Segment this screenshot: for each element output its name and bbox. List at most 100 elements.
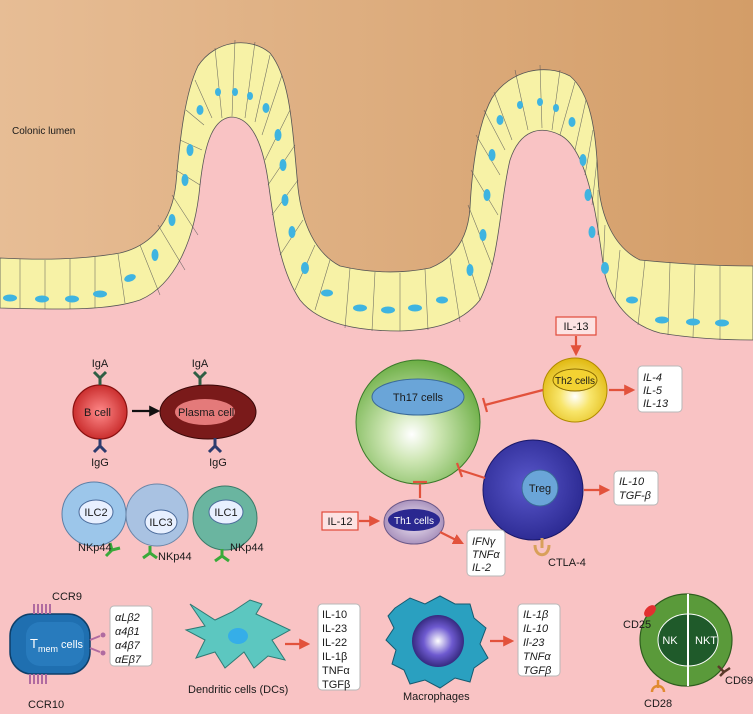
dc-output-3: IL-22 — [322, 637, 347, 649]
mac-output-5: TGFβ — [523, 665, 552, 677]
dc-output-2: IL-23 — [322, 623, 347, 635]
dc-output-6: TGFβ — [322, 679, 350, 691]
nkp44-receptor-icon — [142, 546, 158, 560]
th2-group: Th2 cells — [542, 357, 608, 423]
tmem-nucleus — [26, 622, 84, 666]
th2-inhibition-bar — [481, 397, 489, 413]
colonic-lumen — [0, 0, 753, 274]
il12-box — [321, 511, 359, 531]
b-cell-group: IgA B cell IgG — [72, 358, 128, 469]
ccr9-receptor-icon — [33, 604, 51, 614]
plasma-cell-group: IgA Plasma cell IgG — [159, 358, 257, 469]
ilc2-nucleus — [78, 499, 114, 525]
ilc2-label: ILC2 — [84, 507, 107, 519]
treg-group: Treg CTLA-4 — [482, 439, 586, 569]
ilc1-nucleus — [208, 499, 244, 525]
nkp44-receptor-icon — [104, 542, 121, 558]
mac-output-3: Il-23 — [523, 637, 545, 649]
integrin-box: αLβ2 α4β1 α4β7 αEβ7 — [109, 605, 153, 667]
th2-output-box: IL-4 IL-5 IL-13 — [637, 365, 683, 413]
ilc3-label: ILC3 — [149, 517, 172, 529]
treg-label: Treg — [529, 483, 551, 495]
cd25-label: CD25 — [623, 619, 651, 631]
th17-label: Th17 cells — [393, 392, 444, 404]
dc-output-4: IL-1β — [322, 651, 347, 663]
cd69-label: CD69 — [725, 675, 753, 687]
th1-output-3: IL-2 — [472, 562, 491, 574]
plasma-cell-nucleus — [175, 399, 235, 425]
b-cell-label: B cell — [84, 407, 111, 419]
igg-receptor-icon — [92, 439, 108, 454]
cd28-receptor-icon — [650, 680, 666, 693]
th2-output-2: IL-5 — [643, 385, 663, 397]
nkp44-label-2: NKp44 — [158, 551, 192, 563]
integrin-3: α4β7 — [115, 640, 141, 652]
iga-receptor-icon — [92, 370, 108, 385]
dc-output-1: IL-10 — [322, 609, 347, 621]
macrophage-nucleus — [412, 615, 464, 667]
iga-receptor-icon — [192, 370, 208, 385]
cd25-receptor-icon — [644, 605, 656, 617]
dc-nucleus — [228, 628, 248, 644]
il13-label: IL-13 — [563, 321, 588, 333]
mac-output-4: TNFα — [523, 651, 551, 663]
treg-output-2: TGF-β — [619, 490, 652, 502]
ctla4-receptor-icon — [533, 538, 551, 557]
treg-output-1: IL-10 — [619, 476, 645, 488]
th1-output-2: TNFα — [472, 549, 500, 561]
th2-label: Th2 cells — [555, 376, 595, 387]
th2-output-3: IL-13 — [643, 398, 669, 410]
integrin-4: αEβ7 — [115, 654, 142, 666]
epithelial-nuclei — [3, 88, 729, 327]
iga-label-1: IgA — [92, 358, 109, 370]
cd69-receptor-icon — [717, 665, 731, 677]
igg-label-2: IgG — [209, 457, 227, 469]
th1-output-arrow — [439, 531, 464, 544]
th1-nucleus — [388, 509, 440, 531]
il12-label: IL-12 — [327, 516, 352, 528]
ccr10-receptor-icon — [29, 674, 47, 684]
il12-input: IL-12 — [321, 511, 381, 531]
nkp44-receptor-icon — [214, 549, 230, 563]
il13-input: IL-13 — [555, 316, 597, 357]
dendritic-cell-group: Dendritic cells (DCs) — [184, 599, 292, 696]
nkp44-label-1: NKp44 — [78, 542, 112, 554]
tmem-group: CCR9 CCR10 Tmem cells — [9, 591, 106, 711]
th1-label: Th1 cells — [394, 516, 434, 527]
integrin-2: α4β1 — [115, 626, 140, 638]
th17-nucleus — [371, 378, 465, 416]
nk-label: NK — [662, 635, 678, 647]
nkp44-label-3: NKp44 — [230, 542, 264, 554]
th1-output-1: IFNγ — [472, 536, 497, 548]
treg-output-box: IL-10 TGF-β — [613, 470, 659, 506]
nkt-label: NKT — [695, 635, 717, 647]
nk-nkt-group: NK NKT CD25 CD28 CD69 — [623, 593, 753, 710]
ctla4-label: CTLA-4 — [548, 557, 586, 569]
macrophage-label: Macrophages — [403, 691, 470, 703]
mac-output-2: IL-10 — [523, 623, 549, 635]
tmem-label: Tmem cells — [30, 636, 84, 654]
igg-receptor-icon — [207, 438, 223, 454]
ilc2-group: ILC2 NKp44 — [61, 481, 127, 558]
ccr9-label: CCR9 — [52, 591, 82, 603]
dc-output-box: IL-10 IL-23 IL-22 IL-1β TNFα TGFβ — [317, 603, 361, 691]
th2-output-1: IL-4 — [643, 372, 662, 384]
plasma-cell-label: Plasma cell — [178, 407, 234, 419]
igg-label-1: IgG — [91, 457, 109, 469]
integrin-receptor-icon — [89, 632, 106, 656]
treg-inhibition-bar — [455, 462, 464, 478]
ilc3-nucleus — [144, 509, 178, 535]
treg-nucleus — [521, 469, 559, 507]
th17-group: Th17 cells — [355, 359, 481, 485]
th2-inhibits-th17 — [484, 388, 544, 407]
treg-inhibits-th17 — [459, 468, 486, 480]
integrin-1: αLβ2 — [115, 612, 140, 624]
ilc1-group: ILC1 NKp44 — [192, 485, 264, 563]
th1-output-box: IFNγ TNFα IL-2 — [466, 529, 506, 577]
th2-nucleus — [552, 368, 598, 392]
macrophage-group: Macrophages — [385, 595, 489, 703]
cd28-label: CD28 — [644, 698, 672, 710]
iga-label-2: IgA — [192, 358, 209, 370]
dc-label: Dendritic cells (DCs) — [188, 684, 288, 696]
